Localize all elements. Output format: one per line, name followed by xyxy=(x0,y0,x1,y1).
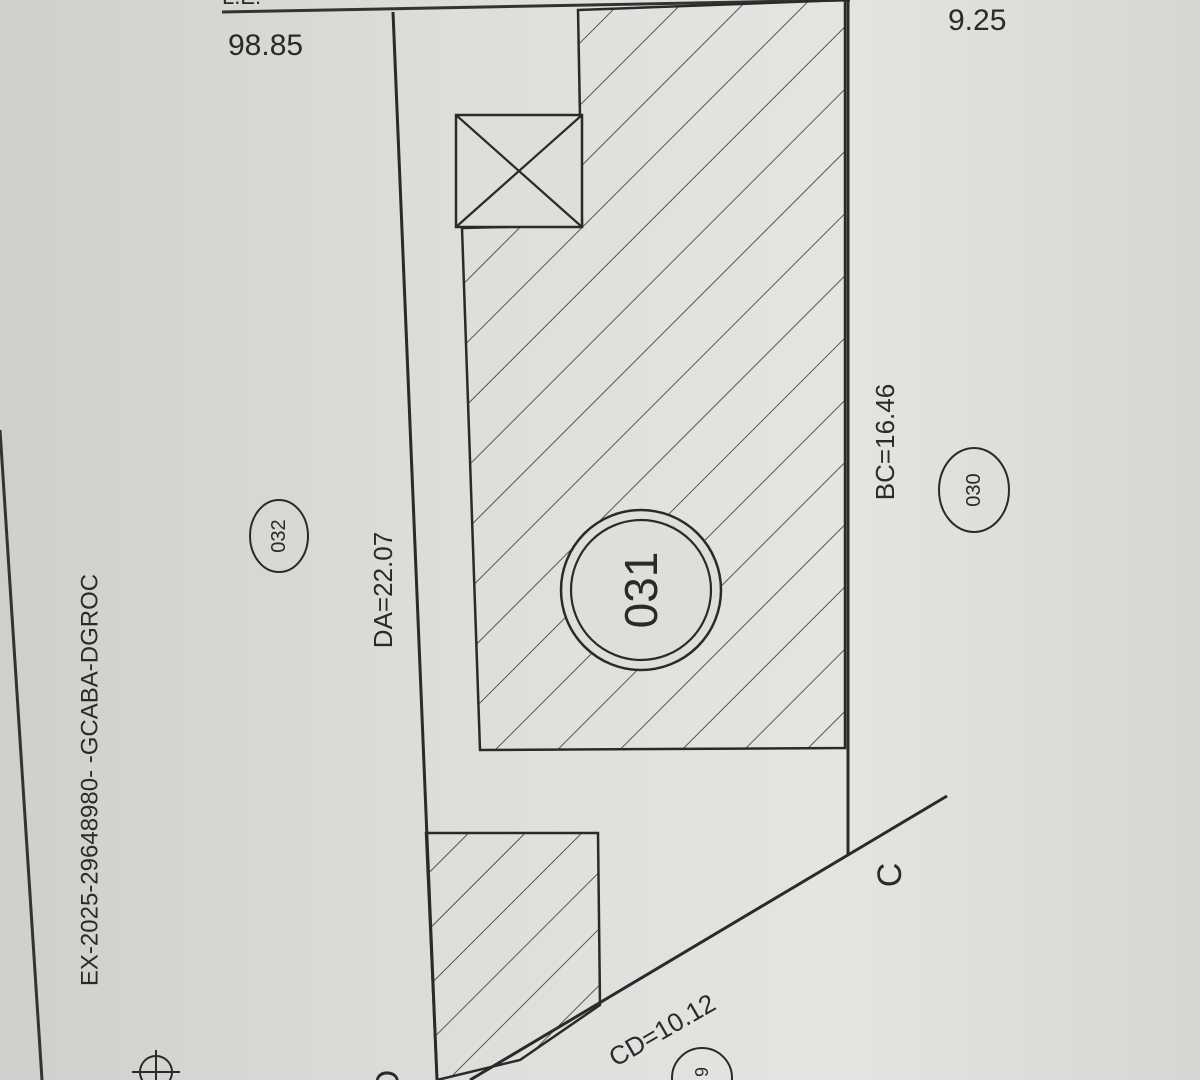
parcel-circle-bottom-partial: 9 xyxy=(671,1047,733,1080)
measure-top-left: 98.85 xyxy=(228,29,303,62)
north-arrow-icon xyxy=(132,1050,180,1080)
vertex-c-label: C xyxy=(871,863,909,888)
parcel-number-right: 030 xyxy=(963,473,985,506)
built-area-secondary xyxy=(424,831,602,1080)
measure-top-right: 9.25 xyxy=(948,4,1006,37)
parcel-number-bottom: 9 xyxy=(692,1067,712,1077)
parcel-number-main: 031 xyxy=(615,552,667,629)
side-cd-label: CD=10.12 xyxy=(603,988,720,1073)
sheet-border-line xyxy=(0,429,44,1080)
patio-void xyxy=(454,113,584,229)
parcel-circle-main: 031 xyxy=(559,508,723,672)
parcel-number-left: 032 xyxy=(268,519,290,552)
side-bc-label: BC=16.46 xyxy=(870,384,900,500)
partial-top-label: L.E. xyxy=(222,0,261,9)
vertex-d-label: D xyxy=(369,1070,407,1080)
frontage-line xyxy=(221,0,851,14)
parcel-circle-left: 032 xyxy=(249,499,309,573)
expediente-number: EX-2025-29648980- -GCABA-DGROC xyxy=(77,574,104,986)
parcel-circle-right: 030 xyxy=(938,447,1010,533)
side-da-label: DA=22.07 xyxy=(368,532,398,648)
